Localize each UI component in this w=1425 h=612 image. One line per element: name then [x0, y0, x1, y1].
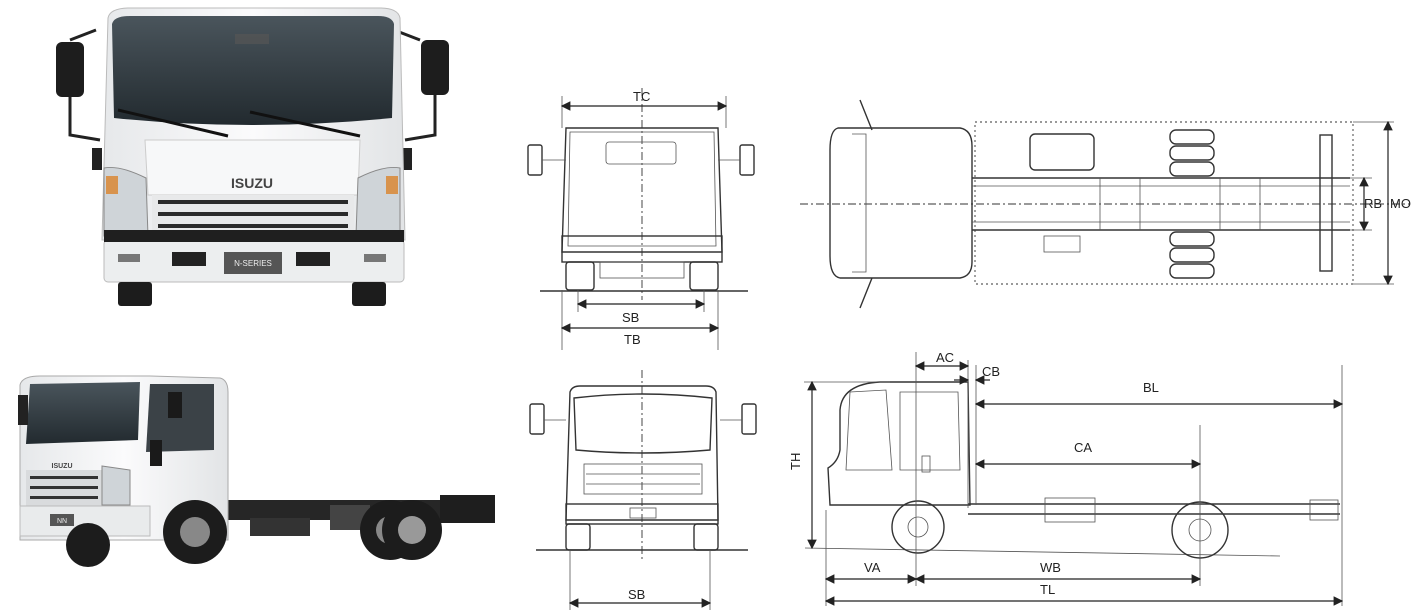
front-view-drawing: SB: [529, 370, 757, 610]
dim-sb-top: SB: [622, 310, 639, 325]
grille-brand: ISUZU: [231, 175, 273, 191]
dim-wb: WB: [1040, 560, 1061, 575]
dim-va: VA: [864, 560, 881, 575]
side-view-photo: ISUZU NN: [18, 375, 495, 567]
dim-tl: TL: [1040, 582, 1055, 597]
front-plate: N-SERIES: [234, 259, 272, 268]
dim-rb: RB: [1364, 196, 1382, 211]
svg-text:ISUZU: ISUZU: [52, 463, 73, 470]
dim-bl: BL: [1143, 380, 1159, 395]
rear-view-drawing: TC SB TB: [527, 88, 755, 350]
side-plate: NN: [57, 518, 67, 525]
dim-tb: TB: [624, 332, 641, 347]
top-view-drawing: RB MO: [800, 99, 1411, 309]
front-view-photo: ISUZU N-SERIES: [56, 7, 449, 306]
dim-cb: CB: [982, 364, 1000, 379]
dim-sb-bottom: SB: [628, 587, 645, 602]
dim-th: TH: [788, 453, 803, 470]
dim-mo: MO: [1390, 196, 1411, 211]
side-view-drawing: AC CB BL CA TH VA WB TL: [788, 350, 1344, 606]
dim-ca: CA: [1074, 440, 1092, 455]
dim-ac: AC: [936, 350, 954, 365]
dim-tc: TC: [633, 89, 650, 104]
